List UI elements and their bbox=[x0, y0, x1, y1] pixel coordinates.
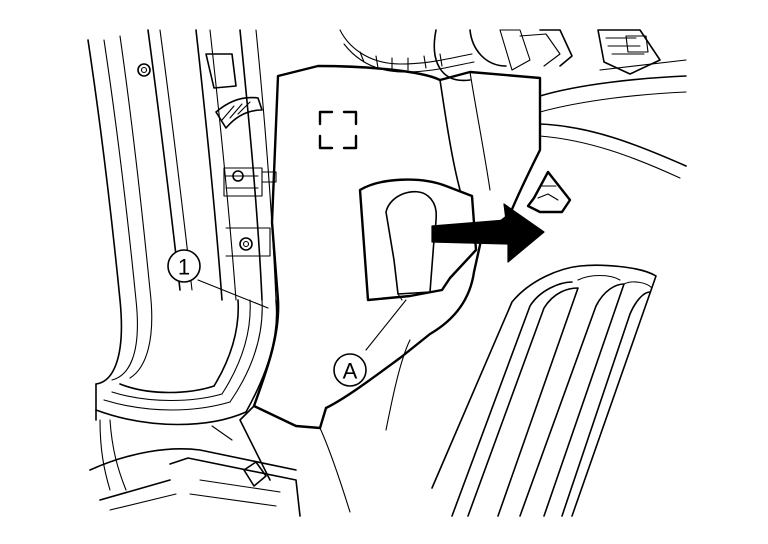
door-sill bbox=[89, 425, 301, 517]
pillar-trim bbox=[87, 29, 278, 491]
pawl-symbol-icon bbox=[526, 170, 572, 214]
leader-line-1 bbox=[197, 279, 269, 309]
callout-1: 1 bbox=[167, 249, 201, 283]
kick-panel bbox=[239, 64, 542, 513]
clip-symbol-icon bbox=[318, 110, 358, 150]
removal-direction-arrow bbox=[431, 203, 545, 263]
callout-1-label: 1 bbox=[178, 255, 190, 280]
callout-a: A bbox=[333, 353, 367, 387]
bolt-icon bbox=[239, 237, 253, 251]
wiring-harness bbox=[205, 29, 661, 129]
step-plate bbox=[431, 264, 657, 517]
floor-panel-lines bbox=[539, 59, 687, 179]
leader-lines bbox=[197, 279, 407, 351]
pillar-bolts bbox=[137, 63, 277, 257]
leader-line-a bbox=[365, 299, 407, 351]
bolt-icon bbox=[137, 63, 151, 77]
callout-a-label: A bbox=[343, 359, 358, 384]
